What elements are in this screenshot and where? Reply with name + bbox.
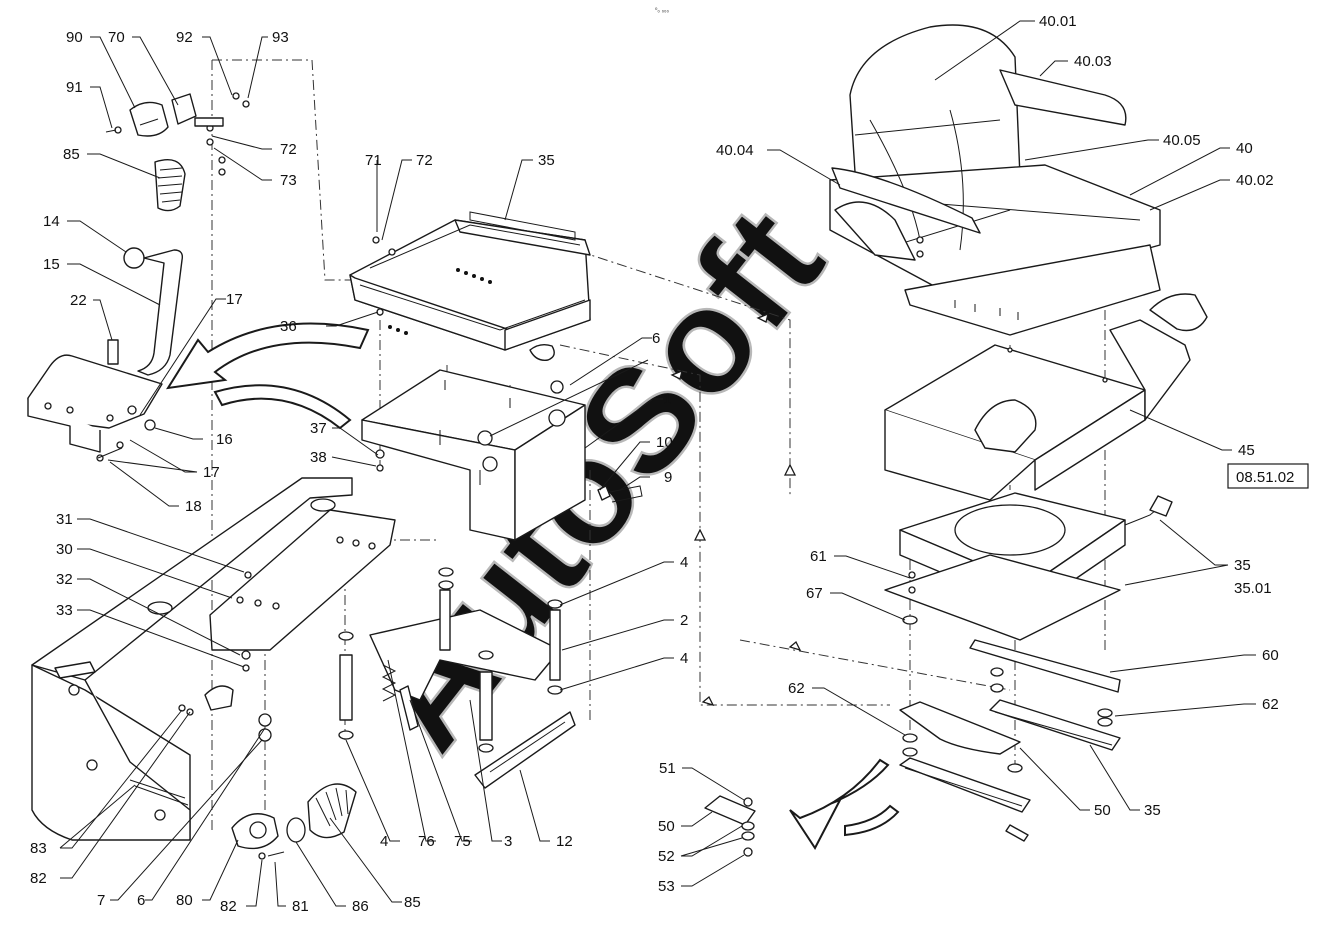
base-box-1 [361,369,643,541]
callout-75: 75 [454,833,471,850]
direction-arrow-left-tail [213,384,352,430]
direction-arrow-right [789,758,890,850]
callout-85-low: 85 [404,894,421,911]
callout-labels: 90 70 92 93 91 72 73 85 71 72 35 14 15 2… [30,13,1279,915]
callout-2: 2 [680,612,688,629]
callout-82-low: 82 [220,898,237,915]
callout-86: 86 [352,898,369,915]
callout-40: 40 [1236,140,1253,157]
callout-35-top: 35 [538,152,555,169]
callout-38: 38 [310,449,327,466]
hose-bracket-group [105,92,250,212]
callout-6-top: 6 [652,330,660,347]
swivel-plate-35 [884,492,1173,641]
callout-91: 91 [66,79,83,96]
callout-60: 60 [1262,647,1279,664]
leader-lines [59,20,1256,907]
callout-7: 7 [97,892,105,909]
callout-51: 51 [659,760,676,777]
reference-code-box: 08.51.02 [1227,463,1309,489]
callout-16: 16 [216,431,233,448]
callout-32: 32 [56,571,73,588]
callout-10: 10 [656,434,673,451]
callout-37: 37 [310,420,327,437]
linkage-group [338,567,576,789]
duct-group [231,783,357,860]
callout-62-right: 62 [1262,696,1279,713]
callout-33: 33 [56,602,73,619]
callout-50-right: 50 [1094,802,1111,819]
callout-35-right: 35 [1234,557,1251,574]
callout-50-left: 50 [658,818,675,835]
callout-15: 15 [43,256,60,273]
callout-1: 1 [663,391,671,408]
callout-31: 31 [56,511,73,528]
callout-85-top: 85 [63,146,80,163]
rail-group [899,639,1121,842]
callout-72-top: 72 [280,141,297,158]
lever-group [107,247,184,376]
callout-92: 92 [176,29,193,46]
callout-17-top: 17 [226,291,243,308]
callout-70: 70 [108,29,125,46]
small-bracket-50 [704,795,756,857]
callout-80: 80 [176,892,193,909]
callout-12: 12 [556,833,573,850]
callout-71: 71 [365,152,382,169]
callout-62-left: 62 [788,680,805,697]
direction-markers [670,312,802,707]
callout-45: 45 [1238,442,1255,459]
callout-22: 22 [70,292,87,309]
callout-30: 30 [56,541,73,558]
seat-top-35 [349,211,591,361]
callout-53: 53 [658,878,675,895]
callout-4-top: 4 [680,554,688,571]
callout-81: 81 [292,898,309,915]
callout-67: 67 [806,585,823,602]
callout-76: 76 [418,833,435,850]
callout-90: 90 [66,29,83,46]
callout-35-bottom: 35 [1144,802,1161,819]
callout-40-04: 40.04 [716,142,754,159]
seat-cushion-40 [829,24,1161,336]
callout-40-05: 40.05 [1163,132,1201,149]
direction-arrow-left [166,322,370,390]
callout-18: 18 [185,498,202,515]
callout-93: 93 [272,29,289,46]
callout-61: 61 [810,548,827,565]
seat-tray-45 [884,293,1208,501]
lever-bracket [27,354,163,462]
direction-arrow-right-tail [844,804,900,837]
callout-17-low: 17 [203,464,220,481]
callout-4-mid: 4 [680,650,688,667]
reference-code: 08.51.02 [1236,469,1294,486]
callout-52: 52 [658,848,675,865]
callout-6-low: 6 [137,892,145,909]
callout-35-01: 35.01 [1234,580,1272,597]
callout-83: 83 [30,840,47,857]
callout-3: 3 [504,833,512,850]
callout-4-low: 4 [380,833,388,850]
callout-73: 73 [280,172,297,189]
callout-40-02: 40.02 [1236,172,1274,189]
callout-14: 14 [43,213,60,230]
callout-82-left: 82 [30,870,47,887]
callout-9: 9 [664,469,672,486]
callout-40-03: 40.03 [1074,53,1112,70]
header-mark: ⁰₀ ₀₀₀ [655,7,670,14]
callout-40-01: 40.01 [1039,13,1077,30]
callout-72-mid: 72 [416,152,433,169]
console-housing [31,477,396,841]
callout-36: 36 [280,318,297,335]
